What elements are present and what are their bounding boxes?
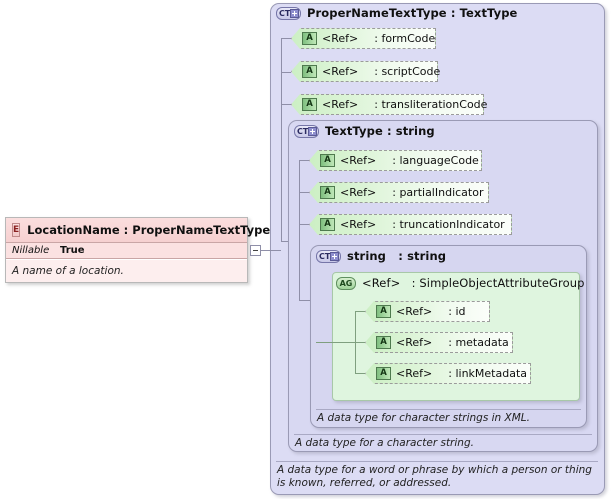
expand-plus-icon[interactable] bbox=[290, 8, 299, 18]
attribute-pill bbox=[291, 61, 438, 82]
expand-plus-icon[interactable] bbox=[308, 126, 317, 136]
expand-plus-icon[interactable] bbox=[330, 251, 339, 261]
complex-type-header-texttype: CT TextType : string bbox=[294, 124, 435, 138]
attribute-name: : transliterationCode bbox=[374, 98, 488, 111]
complex-type-title: ProperNameTextType : TextType bbox=[307, 6, 518, 20]
documentation-inner: A data type for character strings in XML… bbox=[317, 412, 530, 424]
element-documentation: A name of a location. bbox=[6, 260, 247, 282]
attribute-icon: A bbox=[302, 65, 317, 78]
attribute-ref: <Ref> bbox=[396, 336, 433, 349]
attribute-icon: A bbox=[320, 154, 335, 167]
attribute-ref: <Ref> bbox=[322, 98, 359, 111]
attribute-icon: A bbox=[376, 336, 391, 349]
attribute-name: : linkMetadata bbox=[448, 367, 527, 380]
divider-mid-doc bbox=[294, 434, 592, 435]
attribute-name: : id bbox=[448, 305, 466, 318]
attribute-ref: <Ref> bbox=[396, 305, 433, 318]
connector-horizontal-attrgroup-2 bbox=[355, 342, 365, 343]
attribute-ref: <Ref> bbox=[322, 65, 359, 78]
attribute-row[interactable]: A <Ref> : truncationIndicator bbox=[309, 214, 512, 235]
complex-type-icon-label: CT bbox=[279, 8, 291, 18]
attribute-group-header: AG <Ref> : SimpleObjectAttributeGroup bbox=[336, 276, 585, 290]
attribute-ref: <Ref> bbox=[322, 32, 359, 45]
connector-horizontal-outer-3 bbox=[281, 104, 291, 105]
element-header: E LocationName : ProperNameTextType bbox=[6, 218, 270, 242]
attribute-ref: <Ref> bbox=[340, 154, 377, 167]
attribute-pill bbox=[365, 363, 531, 384]
attribute-group-title: <Ref> : SimpleObjectAttributeGroup bbox=[362, 276, 585, 290]
element-title: LocationName : ProperNameTextType bbox=[27, 223, 271, 237]
connector-horizontal-mid-1 bbox=[299, 160, 309, 161]
connector-horizontal-mid-4 bbox=[299, 300, 316, 301]
element-property-row: Nillable True bbox=[6, 242, 247, 259]
attribute-group-icon: AG bbox=[336, 276, 356, 290]
divider-outer-doc bbox=[276, 461, 598, 462]
attribute-row[interactable]: A <Ref> : formCode bbox=[291, 28, 436, 49]
complex-type-icon-label: CT bbox=[319, 251, 331, 261]
connector-horizontal-outer-1 bbox=[281, 38, 291, 39]
attribute-name: : metadata bbox=[448, 336, 509, 349]
attribute-pill bbox=[291, 94, 484, 115]
connector-horizontal-attrgroup-3 bbox=[355, 373, 365, 374]
attribute-pill bbox=[309, 182, 489, 203]
attribute-row[interactable]: A <Ref> : scriptCode bbox=[291, 61, 441, 82]
attribute-icon: A bbox=[302, 98, 317, 111]
attribute-name: : partialIndicator bbox=[392, 186, 484, 199]
attribute-ref: <Ref> bbox=[340, 186, 377, 199]
connector-horizontal-mid-3 bbox=[299, 224, 309, 225]
attribute-row[interactable]: A <Ref> : linkMetadata bbox=[365, 363, 531, 384]
divider-inner-doc bbox=[316, 409, 581, 410]
attribute-pill bbox=[365, 301, 490, 322]
complex-type-icon[interactable]: CT bbox=[276, 6, 301, 20]
attribute-row[interactable]: A <Ref> : partialIndicator bbox=[309, 182, 489, 203]
complex-type-title: TextType : string bbox=[325, 124, 435, 138]
attribute-pill bbox=[291, 28, 436, 49]
collapse-toggle[interactable] bbox=[250, 245, 261, 256]
element-icon: E bbox=[12, 223, 21, 237]
attribute-row[interactable]: A <Ref> : transliterationCode bbox=[291, 94, 488, 115]
attribute-row[interactable]: A <Ref> : id bbox=[365, 301, 490, 322]
attribute-icon: A bbox=[320, 186, 335, 199]
attribute-name: : scriptCode bbox=[374, 65, 441, 78]
element-property-key: Nillable bbox=[12, 245, 50, 256]
attribute-pill bbox=[365, 332, 513, 353]
complex-type-icon[interactable]: CT bbox=[294, 124, 319, 138]
complex-type-title: string : string bbox=[347, 249, 447, 263]
attribute-icon: A bbox=[320, 218, 335, 231]
element-property-value: True bbox=[60, 245, 85, 256]
attribute-pill bbox=[309, 214, 512, 235]
attribute-row[interactable]: A <Ref> : metadata bbox=[365, 332, 513, 353]
connector-vertical-outer bbox=[281, 38, 282, 108]
attribute-row[interactable]: A <Ref> : languageCode bbox=[309, 150, 482, 171]
complex-type-header-propernametexttype: CT ProperNameTextType : TextType bbox=[276, 6, 517, 20]
connector-horizontal-attrgroup-entry bbox=[316, 342, 355, 343]
attribute-name: : truncationIndicator bbox=[392, 218, 505, 231]
attribute-icon: A bbox=[376, 367, 391, 380]
attribute-name: : formCode bbox=[374, 32, 436, 45]
element-box-locationname[interactable]: E LocationName : ProperNameTextType Nill… bbox=[5, 217, 270, 283]
attribute-icon: A bbox=[376, 305, 391, 318]
connector-vertical-mid bbox=[299, 160, 300, 300]
connector-element-to-type bbox=[261, 250, 281, 251]
complex-type-header-string: CT string : string bbox=[316, 249, 446, 263]
attribute-icon: A bbox=[302, 32, 317, 45]
documentation-outer: A data type for a word or phrase by whic… bbox=[277, 464, 592, 489]
connector-horizontal-attrgroup-1 bbox=[355, 311, 365, 312]
attribute-pill bbox=[309, 150, 482, 171]
connector-horizontal-outer-2 bbox=[281, 72, 291, 73]
attribute-ref: <Ref> bbox=[396, 367, 433, 380]
complex-type-icon-label: CT bbox=[297, 126, 309, 136]
attribute-name: : languageCode bbox=[392, 154, 479, 167]
complex-type-icon[interactable]: CT bbox=[316, 249, 341, 263]
documentation-mid: A data type for a character string. bbox=[295, 437, 474, 449]
attribute-ref: <Ref> bbox=[340, 218, 377, 231]
connector-vertical-outer-to-nested bbox=[281, 104, 282, 242]
connector-horizontal-mid-2 bbox=[299, 192, 309, 193]
